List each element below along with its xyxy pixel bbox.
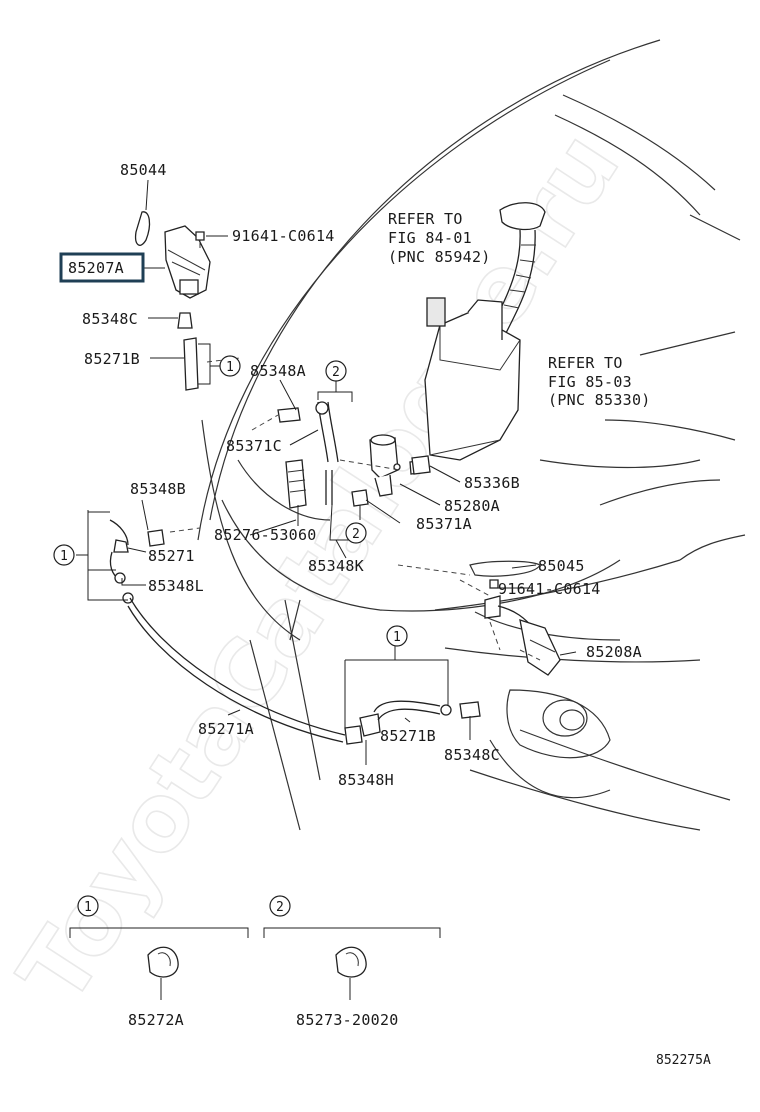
refer-fig84-line3[interactable]: (PNC 85942) bbox=[388, 248, 491, 266]
label-85273-20020[interactable]: 85273-20020 bbox=[296, 1011, 399, 1029]
label-91641-mid[interactable]: 91641-C0614 bbox=[498, 580, 601, 598]
label-85276-53060[interactable]: 85276-53060 bbox=[214, 526, 317, 544]
leader-lines bbox=[76, 179, 577, 765]
label-85280A[interactable]: 85280A bbox=[444, 497, 500, 515]
callout-2-a: 2 bbox=[332, 365, 340, 380]
callout-1-b: 1 bbox=[60, 549, 68, 564]
label-85336B[interactable]: 85336B bbox=[464, 474, 520, 492]
clip-legend bbox=[69, 927, 441, 1000]
label-85348L[interactable]: 85348L bbox=[148, 577, 204, 595]
label-85348A[interactable]: 85348A bbox=[250, 362, 306, 380]
label-85272A[interactable]: 85272A bbox=[128, 1011, 184, 1029]
vehicle-body-outline bbox=[197, 39, 746, 831]
upper-left-parts bbox=[134, 211, 211, 391]
label-85207A[interactable]: 85207A bbox=[68, 259, 124, 277]
callout-2-b: 2 bbox=[352, 527, 360, 542]
refer-fig85-line3[interactable]: (PNC 85330) bbox=[548, 391, 651, 409]
label-85371C[interactable]: 85371C bbox=[226, 437, 282, 455]
label-85045[interactable]: 85045 bbox=[538, 557, 585, 575]
part-labels: 85044 91641-C0614 85207A 85348C 85271B 8… bbox=[59, 161, 711, 1068]
label-85271B-bottom[interactable]: 85271B bbox=[380, 727, 436, 745]
hose-assembly bbox=[109, 401, 561, 745]
label-85348K[interactable]: 85348K bbox=[308, 557, 364, 575]
label-91641-top[interactable]: 91641-C0614 bbox=[232, 227, 335, 245]
refer-fig85-line1[interactable]: REFER TO bbox=[548, 354, 623, 372]
label-85271[interactable]: 85271 bbox=[148, 547, 195, 565]
refer-fig84-line1[interactable]: REFER TO bbox=[388, 210, 463, 228]
callout-1-a: 1 bbox=[226, 360, 234, 375]
callout-circles: 1 2 1 2 1 1 2 bbox=[53, 355, 408, 917]
label-85348B[interactable]: 85348B bbox=[130, 480, 186, 498]
refer-fig85-line2[interactable]: FIG 85-03 bbox=[548, 373, 632, 391]
callout-1-c: 1 bbox=[393, 630, 401, 645]
label-85348C-bottom[interactable]: 85348C bbox=[444, 746, 500, 764]
label-85044[interactable]: 85044 bbox=[120, 161, 167, 179]
diagram-id: 852275A bbox=[656, 1053, 711, 1068]
label-85371A[interactable]: 85371A bbox=[416, 515, 472, 533]
legend-callout-2: 2 bbox=[276, 900, 284, 915]
label-85271B-top[interactable]: 85271B bbox=[84, 350, 140, 368]
label-85208A[interactable]: 85208A bbox=[586, 643, 642, 661]
washer-tank bbox=[424, 202, 546, 461]
label-85348H[interactable]: 85348H bbox=[338, 771, 394, 789]
label-85348C-top[interactable]: 85348C bbox=[82, 310, 138, 328]
refer-fig84-line2[interactable]: FIG 84-01 bbox=[388, 229, 472, 247]
highlight-box-85207A bbox=[59, 252, 145, 283]
legend-callout-1: 1 bbox=[84, 900, 92, 915]
label-85271A[interactable]: 85271A bbox=[198, 720, 254, 738]
